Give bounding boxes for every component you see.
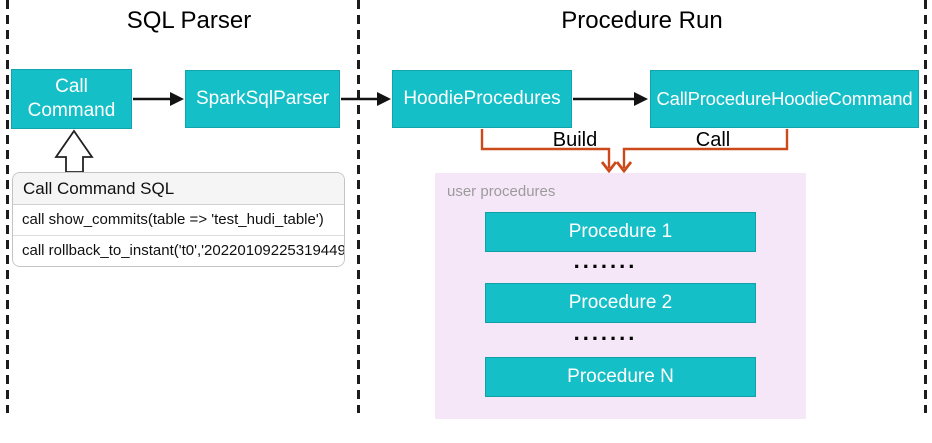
arrow-hoodieprocedures-to-callprocedurecommand-icon bbox=[573, 92, 648, 106]
dashed-divider-right bbox=[924, 0, 927, 413]
sql-example-panel: Call Command SQL call show_commits(table… bbox=[12, 172, 345, 267]
sql-panel-header: Call Command SQL bbox=[13, 173, 344, 205]
user-procedures-label: user procedures bbox=[447, 183, 556, 200]
ellipsis-dots-1: ....... bbox=[573, 248, 638, 273]
sql-row-rollback-to-instant: call rollback_to_instant('t0','202201092… bbox=[13, 236, 344, 266]
dashed-divider-middle bbox=[357, 0, 360, 413]
node-procedure-n: Procedure N bbox=[485, 357, 756, 397]
ellipsis-dots-2: ....... bbox=[573, 320, 638, 345]
up-arrow-icon bbox=[54, 129, 94, 173]
edge-label-call: Call bbox=[695, 129, 731, 151]
section-title-procedure-run: Procedure Run bbox=[561, 7, 723, 34]
node-spark-sql-parser: SparkSqlParser bbox=[185, 70, 340, 128]
sql-row-show-commits: call show_commits(table => 'test_hudi_ta… bbox=[13, 205, 344, 236]
node-procedure-1: Procedure 1 bbox=[485, 212, 756, 252]
arrow-callcommand-to-sparksqlparser-icon bbox=[133, 92, 184, 106]
node-call-procedure-hoodie-command: CallProcedureHoodieCommand bbox=[650, 70, 919, 128]
node-call-command: Call Command bbox=[11, 69, 132, 129]
section-title-sql-parser: SQL Parser bbox=[126, 7, 252, 34]
edge-label-build: Build bbox=[552, 129, 598, 151]
arrow-sparksqlparser-to-hoodieprocedures-icon bbox=[341, 92, 391, 106]
user-procedures-panel: user procedures Procedure 1 ....... Proc… bbox=[435, 173, 806, 419]
dashed-divider-left bbox=[6, 0, 9, 413]
node-hoodie-procedures: HoodieProcedures bbox=[392, 70, 572, 128]
node-procedure-2: Procedure 2 bbox=[485, 283, 756, 323]
